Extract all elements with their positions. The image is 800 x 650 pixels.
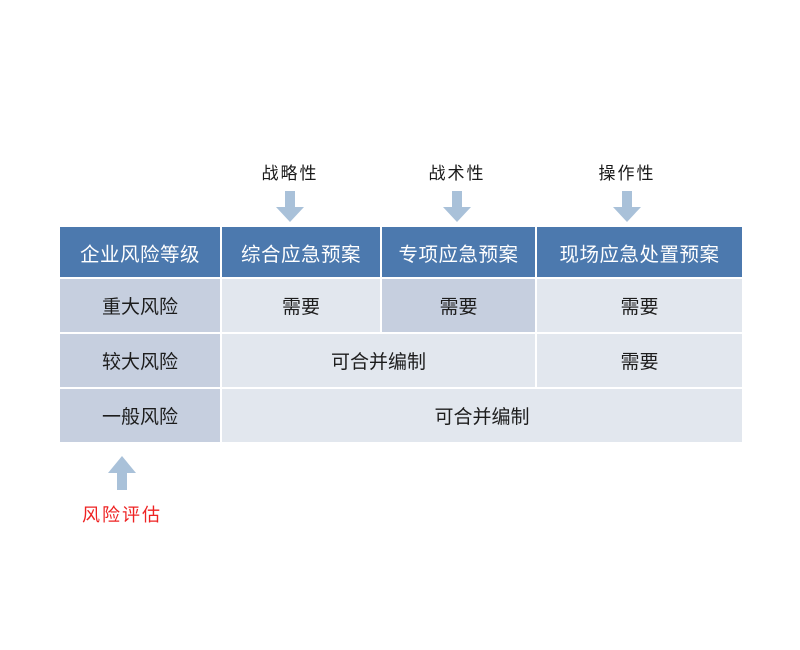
table-cell-merged: 可合并编制 — [222, 334, 535, 387]
top-annotation-operational: 操作性 — [552, 163, 702, 227]
annotation-label-strategic: 战略性 — [261, 164, 319, 184]
table-cell-highlighted: 需要 — [382, 279, 535, 332]
row-header-general-risk: 一般风险 — [60, 389, 220, 442]
top-annotation-tactical: 战术性 — [382, 163, 532, 227]
bottom-annotation-risk-assessment: 风险评估 — [62, 455, 182, 527]
risk-plan-matrix-table: 企业风险等级 综合应急预案 专项应急预案 现场应急处置预案 重大风险 需要 需要… — [58, 225, 744, 444]
column-header-onsite-plan: 现场应急处置预案 — [537, 227, 742, 277]
table-cell: 需要 — [537, 334, 742, 387]
annotation-label-risk-assessment: 风险评估 — [82, 505, 162, 526]
table-row: 一般风险 可合并编制 — [60, 389, 742, 442]
arrow-down-icon — [613, 191, 641, 222]
annotation-label-tactical: 战术性 — [428, 164, 486, 184]
table-cell-merged: 可合并编制 — [222, 389, 742, 442]
row-header-relatively-major-risk: 较大风险 — [60, 334, 220, 387]
arrow-down-icon — [276, 191, 304, 222]
table-cell: 需要 — [222, 279, 380, 332]
table-cell: 需要 — [537, 279, 742, 332]
table-row: 重大风险 需要 需要 需要 — [60, 279, 742, 332]
arrow-down-icon — [443, 191, 471, 222]
arrow-up-icon — [108, 456, 136, 490]
table-header-row: 企业风险等级 综合应急预案 专项应急预案 现场应急处置预案 — [60, 227, 742, 277]
column-header-risk-level: 企业风险等级 — [60, 227, 220, 277]
column-header-special-plan: 专项应急预案 — [382, 227, 535, 277]
row-header-major-risk: 重大风险 — [60, 279, 220, 332]
table-row: 较大风险 可合并编制 需要 — [60, 334, 742, 387]
top-annotation-strategic: 战略性 — [215, 163, 365, 227]
column-header-comprehensive-plan: 综合应急预案 — [222, 227, 380, 277]
annotation-label-operational: 操作性 — [598, 164, 656, 184]
